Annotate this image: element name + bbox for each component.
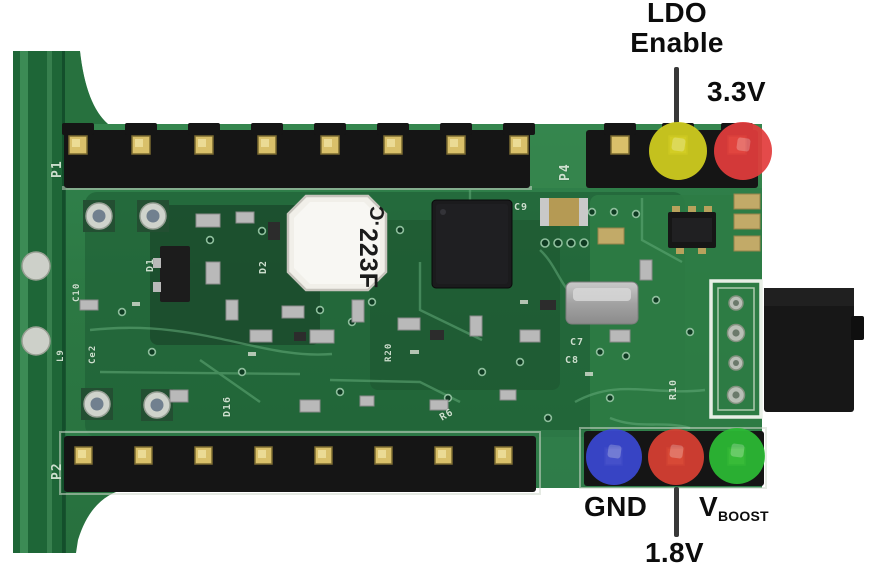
silkscreen-label: C10	[72, 282, 82, 302]
metal-can-component	[565, 281, 639, 325]
edge-pads	[21, 251, 51, 356]
bottom-pin-header	[59, 431, 541, 495]
v18-pointer-line	[674, 487, 679, 537]
silkscreen-label: C9	[514, 202, 529, 213]
sot23-ic	[668, 206, 716, 254]
vboost-label-subscript: BOOST	[717, 508, 769, 524]
silkscreen-label: P2	[50, 462, 65, 480]
vboost-label-v: V	[699, 491, 718, 522]
footprint-outline	[709, 279, 763, 419]
top-pin-header	[62, 123, 535, 190]
v18-label: 1.8V	[645, 537, 704, 568]
ldo-enable-marker-dot	[649, 122, 707, 180]
v18-marker-dot	[648, 429, 704, 485]
qfn-ic	[431, 199, 513, 289]
silkscreen-label: D16	[222, 395, 233, 417]
silkscreen-label: P4	[558, 163, 573, 181]
silkscreen-label: C7	[570, 337, 585, 348]
ldo-enable-line2: Enable	[630, 27, 724, 58]
ldo-enable-line1: LDO	[646, 0, 707, 28]
ldo-enable-label: LDO Enable	[607, 0, 747, 58]
inductor-logo: Ɔ·	[365, 206, 387, 227]
gnd-marker-dot	[586, 429, 642, 485]
v33-marker-dot	[714, 122, 772, 180]
silkscreen-label: R10	[668, 378, 679, 400]
silkscreen-label: P1	[50, 160, 65, 178]
vboost-label: VBOOST	[699, 492, 769, 526]
gnd-label: GND	[584, 491, 648, 522]
silkscreen-label: Ce2	[88, 344, 98, 364]
silkscreen-label: L9	[56, 349, 66, 362]
inductor: Ɔ· 223F	[286, 194, 388, 292]
right-connector	[764, 288, 864, 412]
vboost-marker-dot	[709, 428, 765, 484]
passive-components	[79, 193, 761, 413]
v33-label: 3.3V	[707, 76, 766, 107]
silkscreen-label: R20	[384, 342, 394, 362]
via-dots	[117, 207, 695, 423]
silkscreen-label: D2	[258, 259, 269, 274]
d1-transistor	[153, 246, 190, 302]
silkscreen-label: C8	[565, 355, 580, 366]
tantalum-cap	[540, 198, 588, 226]
plated-holes	[81, 200, 173, 421]
silkscreen-label: D1	[145, 257, 156, 272]
ldo-enable-pointer-line	[674, 67, 679, 124]
inductor-marking: 223F	[354, 228, 382, 289]
